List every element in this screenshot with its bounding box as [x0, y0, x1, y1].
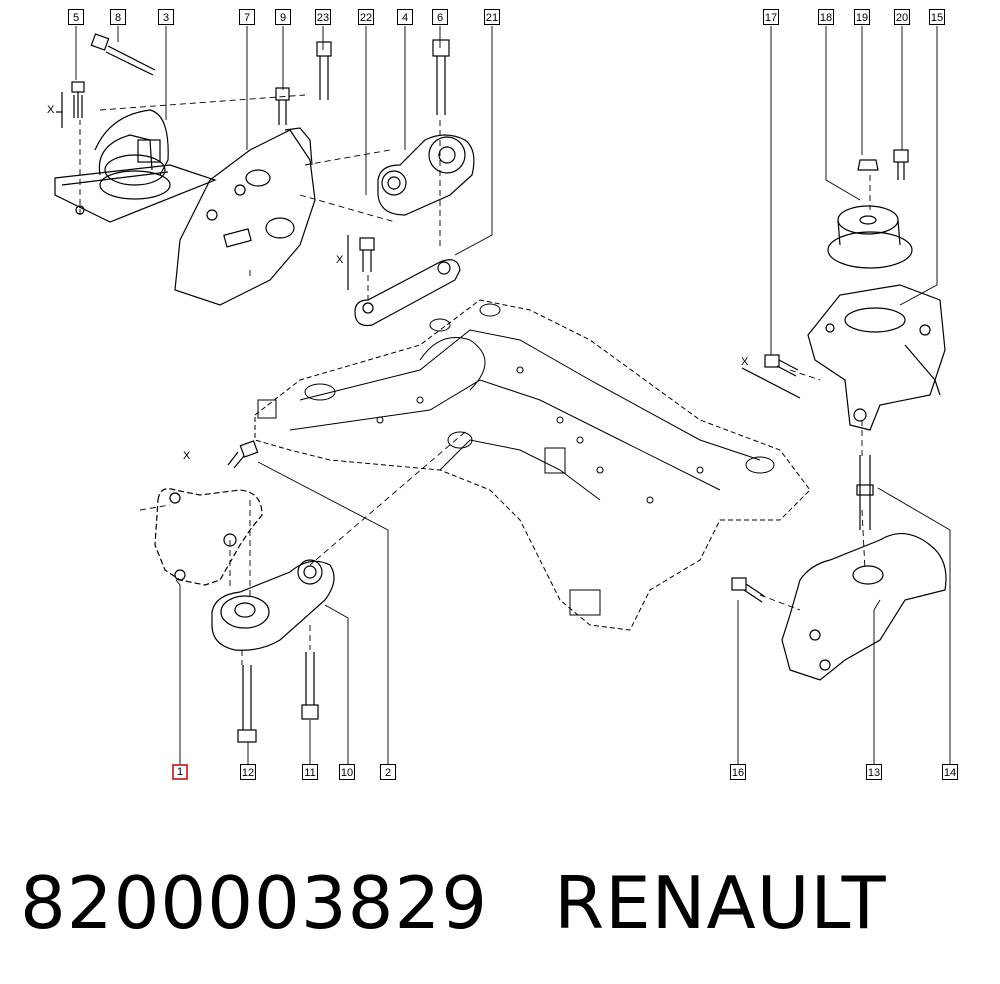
callout-19[interactable]: 19	[854, 9, 870, 25]
callout-6[interactable]: 6	[432, 9, 448, 25]
dimension-label-x: X	[183, 450, 191, 462]
callout-13[interactable]: 13	[866, 764, 882, 780]
link-21	[354, 259, 461, 327]
callout-14[interactable]: 14	[942, 764, 958, 780]
bolt-11	[301, 652, 319, 720]
callout-3[interactable]: 3	[158, 9, 174, 25]
diagram-drawing	[54, 26, 951, 764]
callout-7[interactable]: 7	[239, 9, 255, 25]
callout-12[interactable]: 12	[240, 764, 256, 780]
bolt-2	[227, 440, 259, 469]
leader-lines	[75, 26, 951, 764]
callout-4[interactable]: 4	[397, 9, 413, 25]
link-10	[211, 559, 335, 651]
callout-2[interactable]: 2	[380, 764, 396, 780]
callout-8[interactable]: 8	[110, 9, 126, 25]
bolt-5	[56, 81, 85, 128]
part-number: 8200003829	[20, 861, 489, 945]
callout-23[interactable]: 23	[315, 9, 331, 25]
assembly-lines	[79, 94, 871, 665]
bolt-17	[741, 354, 801, 399]
mount-18	[827, 149, 913, 269]
callout-22[interactable]: 22	[358, 9, 374, 25]
exploded-parts-diagram: X X X X 5 8 3 7 9 23 22 4 6 21 17 18 19 …	[47, 9, 958, 780]
bracket-15	[807, 284, 946, 431]
bolt-23	[316, 41, 332, 100]
dimension-label-x: X	[336, 254, 344, 266]
callout-18[interactable]: 18	[818, 9, 834, 25]
callout-20[interactable]: 20	[894, 9, 910, 25]
dimension-label-x: X	[47, 104, 55, 116]
callout-5[interactable]: 5	[68, 9, 84, 25]
bolt-6	[432, 39, 450, 115]
callout-1-highlighted[interactable]: 1	[172, 764, 188, 780]
bolt-16	[731, 577, 765, 603]
callout-9[interactable]: 9	[275, 9, 291, 25]
callout-11[interactable]: 11	[302, 764, 318, 780]
bolt-22	[347, 235, 375, 290]
subframe	[254, 299, 811, 631]
part-caption: 8200003829 RENAULT	[20, 858, 887, 948]
callout-21[interactable]: 21	[484, 9, 500, 25]
brand-name: RENAULT	[554, 861, 887, 945]
callout-15[interactable]: 15	[929, 9, 945, 25]
bracket-1	[154, 488, 263, 586]
bolt-12	[237, 665, 257, 743]
mount-3	[54, 109, 217, 223]
bolt-8	[90, 33, 156, 76]
bracket-7	[174, 127, 316, 306]
bracket-13	[781, 533, 947, 681]
link-4	[377, 134, 475, 216]
callout-10[interactable]: 10	[339, 764, 355, 780]
callout-16[interactable]: 16	[730, 764, 746, 780]
stud-14	[856, 455, 874, 530]
callout-17[interactable]: 17	[763, 9, 779, 25]
bolt-9	[275, 87, 290, 125]
dimension-label-x: X	[741, 356, 749, 368]
